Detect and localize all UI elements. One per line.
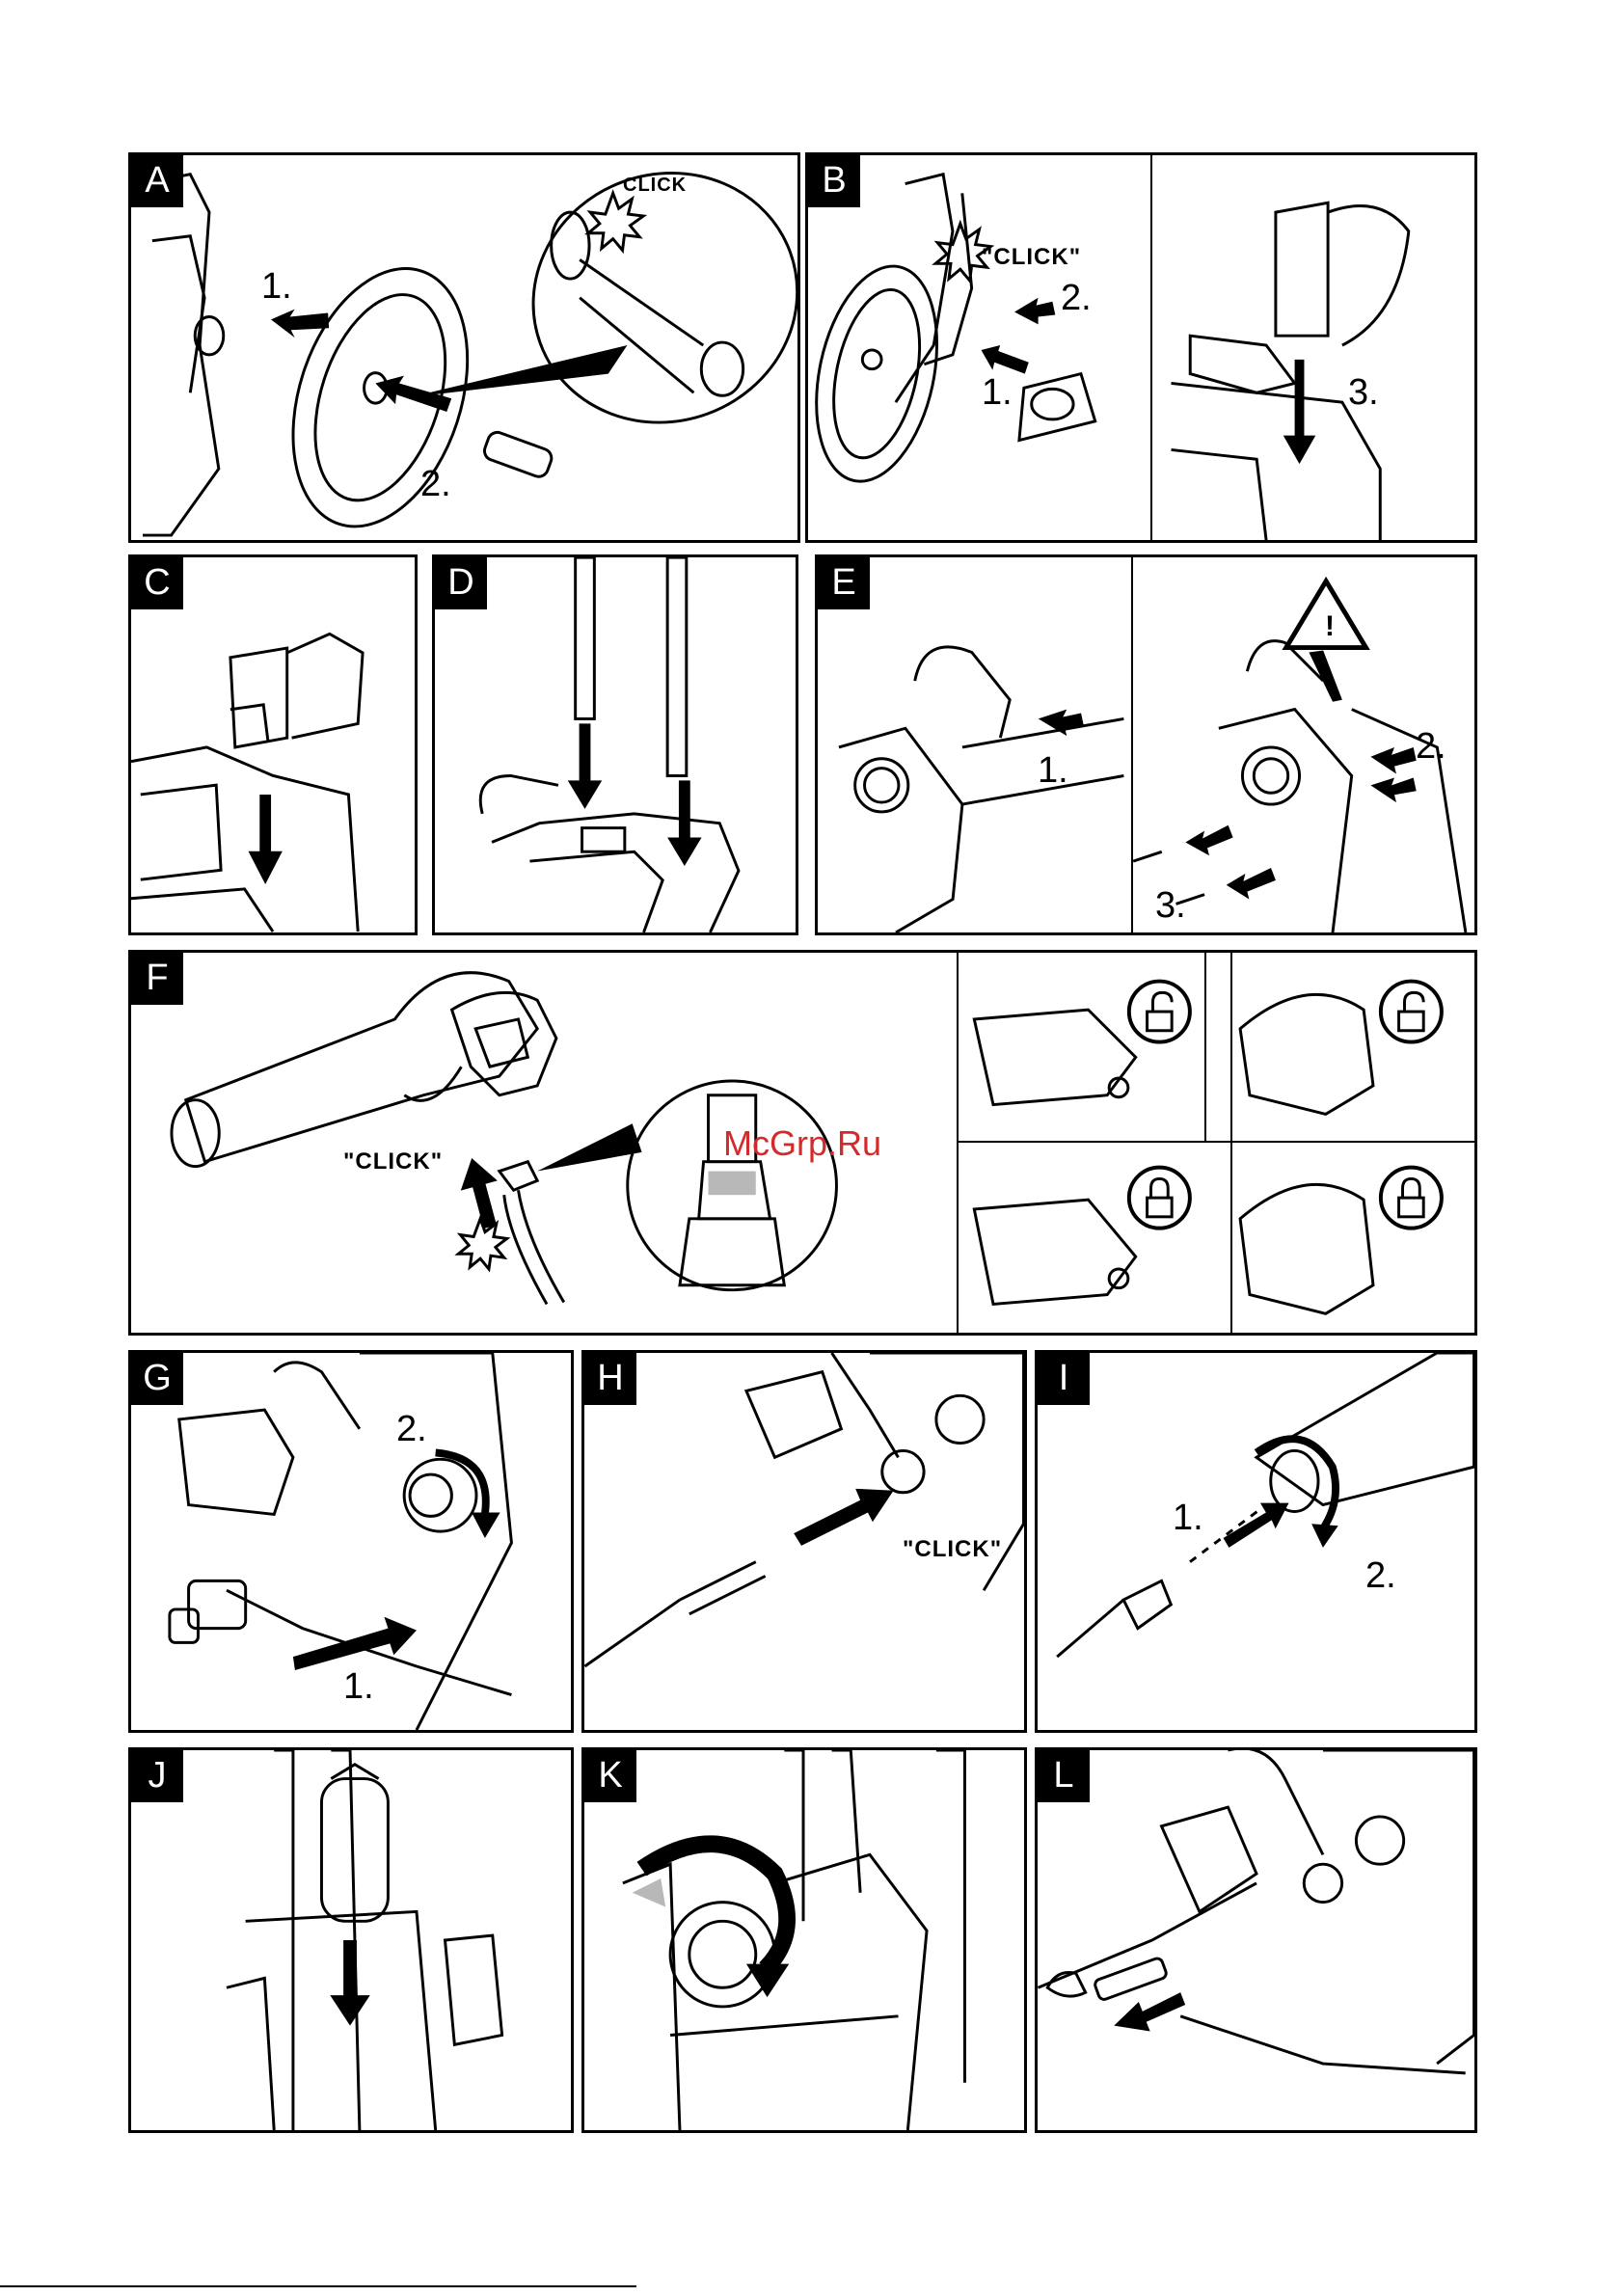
step-3-label: 3. (1348, 372, 1379, 414)
panel-d: D (432, 554, 798, 935)
step-3-label: 3. (1155, 885, 1186, 927)
panel-letter-h: H (584, 1353, 636, 1405)
step-1-label: 1. (982, 372, 1013, 414)
arrow-icon (1039, 651, 1417, 900)
arrow-icon (330, 1940, 369, 2026)
arrow-icon (981, 298, 1315, 464)
holder-insertion-illustration (131, 557, 415, 932)
click-label: "CLICK" (982, 244, 1081, 271)
arrow-icon (568, 723, 702, 866)
panel-k: K (581, 1747, 1027, 2133)
panel-g: G 1. 2. (128, 1350, 574, 1733)
arrow-icon (249, 795, 283, 884)
tube-insertion-illustration (435, 557, 796, 932)
callout-wedge (537, 1123, 641, 1171)
watermark: McGrp.Ru (723, 1123, 881, 1164)
wheel-mounting-illustration (131, 155, 797, 540)
pressure-dial-illustration (584, 1750, 1024, 2130)
shaded-collar (708, 1172, 755, 1196)
step-2-label: 2. (396, 1409, 427, 1450)
panel-letter-f: F (131, 953, 183, 1005)
panel-letter-k: K (584, 1750, 636, 1802)
detergent-bottle-illustration (131, 1750, 571, 2130)
click-label: "CLICK" (343, 1148, 443, 1175)
panel-letter-e: E (818, 557, 870, 609)
panel-letter-i: I (1038, 1353, 1090, 1405)
click-label: CLICK (623, 175, 687, 197)
panel-letter-b: B (808, 155, 860, 207)
lock-icon (1129, 1168, 1190, 1229)
warning-exclamation: ! (1325, 610, 1335, 643)
panel-letter-a: A (131, 155, 183, 207)
panel-letter-d: D (435, 557, 487, 609)
filter-removal-illustration (1038, 1750, 1474, 2130)
panel-a: A 1. 2. CLICK (128, 152, 800, 543)
step-1-label: 1. (1173, 1498, 1203, 1539)
arrow-icon (794, 1489, 893, 1546)
trigger-lock-views (974, 994, 1373, 1313)
callout-wedge (409, 345, 628, 397)
panel-i: I 1. 2. (1035, 1350, 1477, 1733)
arrow-icon (1224, 1503, 1289, 1548)
panel-h: H "CLICK" (581, 1350, 1027, 1733)
rotate-arrow-icon (633, 1844, 790, 1997)
step-1-label: 1. (1038, 750, 1068, 792)
panel-letter-l: L (1038, 1750, 1090, 1802)
panel-l: L (1035, 1747, 1477, 2133)
rotate-arrow-icon (436, 1452, 500, 1538)
panel-letter-j: J (131, 1750, 183, 1802)
panel-letter-c: C (131, 557, 183, 609)
step-2-label: 2. (1365, 1555, 1396, 1597)
panel-c: C (128, 554, 418, 935)
arrow-icon (293, 1617, 417, 1670)
panel-letter-g: G (131, 1353, 183, 1405)
panel-e: E ! 1. 2. 3. (815, 554, 1477, 935)
nozzle-attachment-illustration (1038, 1353, 1474, 1730)
step-2-label: 2. (1416, 726, 1446, 768)
step-1-label: 1. (261, 266, 292, 308)
step-2-label: 2. (1061, 278, 1092, 319)
rotate-arrow-icon (1256, 1439, 1338, 1548)
arrow-icon (1114, 1992, 1185, 2031)
lock-icon (1381, 1168, 1442, 1229)
panel-b: B 1. 2. 3. "CLICK" (805, 152, 1477, 543)
handle-mounting-illustration (808, 155, 1474, 540)
step-2-label: 2. (420, 464, 451, 505)
step-1-label: 1. (343, 1666, 374, 1708)
footer-rule (0, 2285, 636, 2287)
unlock-icon (1381, 982, 1442, 1042)
unlock-icon (1129, 982, 1190, 1042)
click-label: "CLICK" (903, 1536, 1002, 1563)
panel-j: J (128, 1747, 574, 2133)
handle-screw-illustration (818, 557, 1474, 932)
